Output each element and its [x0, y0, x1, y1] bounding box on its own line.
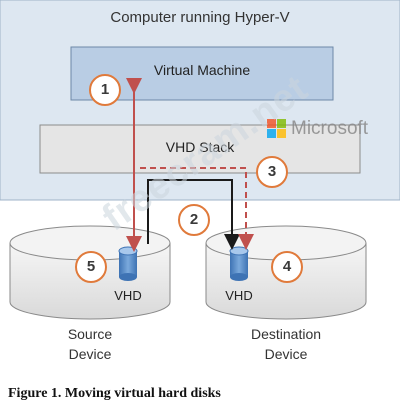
figure-caption: Figure 1. Moving virtual hard disks	[8, 386, 221, 401]
vhd-stack-box	[39, 124, 361, 174]
step-badge-3: 3	[256, 156, 288, 188]
copy-arrow	[147, 179, 240, 250]
step-badge-2: 2	[178, 204, 210, 236]
vhd-stack-label: VHD Stack	[165, 139, 235, 155]
source-device-label-line2: Device	[68, 346, 112, 362]
source-device-label-line1: Source	[67, 326, 113, 342]
source-vhd-cylinder	[118, 246, 138, 281]
step-badge-1: 1	[89, 74, 121, 106]
step-badge-4: 4	[271, 251, 303, 283]
step-badge-5: 5	[75, 251, 107, 283]
source-vhd-label: VHD	[114, 288, 142, 303]
microsoft-logo-text: Microsoft	[291, 118, 369, 139]
destination-device-label: Destination Device	[216, 324, 356, 364]
host-title: Computer running Hyper-V	[110, 9, 290, 26]
destination-vhd-label: VHD	[225, 288, 253, 303]
microsoft-logo: Microsoft	[263, 116, 400, 142]
destination-vhd-cylinder	[229, 246, 249, 281]
source-device-label: Source Device	[20, 324, 160, 364]
virtual-machine-label: Virtual Machine	[153, 62, 251, 78]
microsoft-logo-icon	[267, 119, 287, 139]
destination-device-label-line2: Device	[264, 346, 308, 362]
destination-device-label-line1: Destination	[250, 326, 322, 342]
mirror-arrow	[140, 167, 254, 250]
